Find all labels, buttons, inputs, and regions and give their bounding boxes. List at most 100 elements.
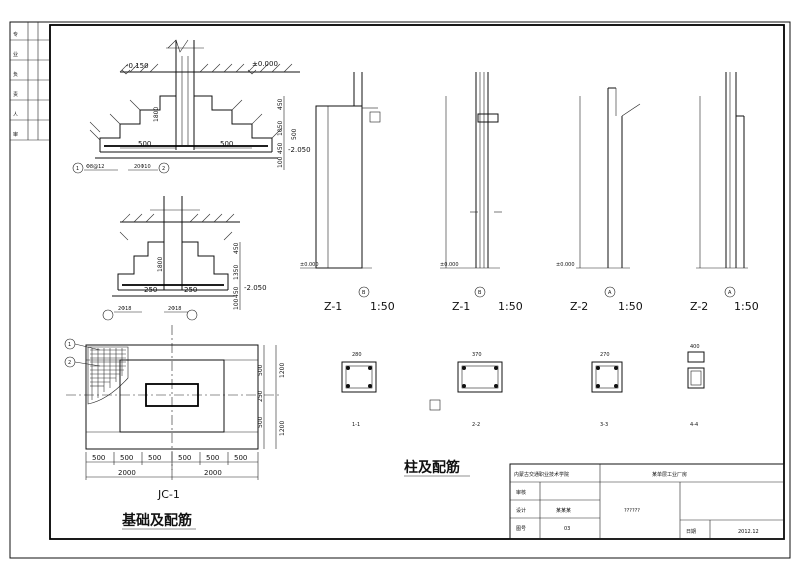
ce3-name: Z-2 xyxy=(570,300,588,313)
ce3-elev: ±0.000 xyxy=(556,262,575,268)
ce4-axis: A xyxy=(728,290,732,296)
foundation-section-1: 500 500 1800 450 1050 500 450 100 -0.150… xyxy=(72,39,311,174)
side-label-4: 人 xyxy=(13,112,18,118)
columns-title: 柱及配筋 xyxy=(404,459,460,476)
section-4-4: 400 4-4 xyxy=(687,344,705,428)
ce4-axis-circle xyxy=(724,286,736,298)
elev-low: -2.050 xyxy=(288,146,311,154)
tb-project: 某单层工业厂房 xyxy=(652,471,687,478)
tb-row2: 设计 xyxy=(516,507,526,514)
s2-100: 100 xyxy=(233,298,240,310)
plan-inner xyxy=(145,383,199,407)
plan-dim-5: 500 xyxy=(234,454,247,462)
bar-a: Φ8@12 xyxy=(86,164,104,170)
side-label-3: 责 xyxy=(13,91,18,98)
sec2-dim: 370 xyxy=(472,352,482,358)
tb-row3: 图号 xyxy=(516,526,526,532)
sec4-dim: 400 xyxy=(690,344,700,350)
ce1-name: Z-1 xyxy=(324,300,342,313)
elev-zero: ±0.000 xyxy=(252,60,278,68)
ce2-name: Z-1 xyxy=(452,300,470,313)
side-label-2: 负 xyxy=(13,71,18,78)
sheet-inner-border xyxy=(49,24,785,540)
tb-institute: 内蒙古交通职业技术学院 xyxy=(514,471,569,478)
tb-row2-name: 某某某 xyxy=(556,508,571,514)
ce3-scale: 1:50 xyxy=(618,300,643,313)
tb-row1: 审核 xyxy=(516,489,526,496)
side-label-1: 业 xyxy=(13,51,18,58)
column-elevation-1: ±0.000 B Z-1 1:50 xyxy=(300,72,395,313)
sec1-dim: 280 xyxy=(352,352,362,358)
plan-label: JC-1 xyxy=(157,488,180,501)
foundation-title: 基础及配筋 xyxy=(122,512,192,529)
s2-bar-b: 2Φ18 xyxy=(168,306,181,312)
s2-250b: 250 xyxy=(184,286,197,294)
tb-date-val: 2012.12 xyxy=(738,529,759,535)
small-marker-box xyxy=(429,399,441,411)
ce2-scale: 1:50 xyxy=(498,300,523,313)
ce2-elev: ±0.000 xyxy=(440,262,459,268)
ce4-name: Z-2 xyxy=(690,300,708,313)
plan-mark-1: 1 xyxy=(68,342,71,348)
plan-rdim-4: 1200 xyxy=(279,421,286,436)
dim-450b: 450 xyxy=(277,142,284,154)
ce1-scale: 1:50 xyxy=(370,300,395,313)
column-elevation-4: A Z-2 1:50 xyxy=(690,72,759,313)
plan-total-left: 2000 xyxy=(118,469,136,477)
tb-date-label: 日期 xyxy=(686,529,696,535)
section-3-3: 270 3-3 xyxy=(591,352,623,428)
dim-1800: 1800 xyxy=(153,107,160,122)
ce2-axis-circle xyxy=(474,286,486,298)
sec3-label: 3-3 xyxy=(600,422,608,428)
dim-100: 100 xyxy=(277,156,284,168)
column-elevation-2: ±0.000 B Z-1 1:50 xyxy=(440,72,523,313)
mark-2-circle xyxy=(158,162,170,174)
mark-1: 1 xyxy=(76,166,79,172)
bar-b: 20Φ10 xyxy=(134,164,151,170)
side-label-5: 审 xyxy=(13,131,18,138)
s2-1350: 1350 xyxy=(233,265,240,280)
sec1-label: 1-1 xyxy=(352,422,360,428)
sheet-outer-border xyxy=(9,21,791,559)
ce1-elev: ±0.000 xyxy=(300,262,319,268)
s2-250a: 250 xyxy=(144,286,157,294)
plan-rdim-1: 500 xyxy=(257,364,264,376)
plan-mid xyxy=(119,359,225,433)
side-label-0: 专 xyxy=(13,31,18,38)
elev-minus: -0.150 xyxy=(126,62,149,70)
mark-2: 2 xyxy=(162,166,165,172)
s2-bar-a: 2Φ18 xyxy=(118,306,131,312)
plan-dim-4: 500 xyxy=(206,454,219,462)
dim-1050: 1050 xyxy=(277,121,284,136)
plan-dim-2: 500 xyxy=(148,454,161,462)
dim-500a: 500 xyxy=(138,140,151,148)
section-2-2: 370 2-2 xyxy=(457,352,503,428)
sec3-dim: 270 xyxy=(600,352,610,358)
title-block: 内蒙古交通职业技术学院 某单层工业厂房 审核 设计 某某某 图号 03 ????… xyxy=(509,463,785,540)
s2-1800: 1800 xyxy=(157,257,164,272)
dim-500b: 500 xyxy=(220,140,233,148)
plan-dim-1: 500 xyxy=(120,454,133,462)
s2-mark-circle-a xyxy=(102,309,114,321)
sec4-label: 4-4 xyxy=(690,422,698,428)
ce3-axis: A xyxy=(608,290,612,296)
dim-500c: 500 xyxy=(291,128,298,140)
s2-mark-circle-b xyxy=(186,309,198,321)
tb-row3-val: 03 xyxy=(564,526,570,532)
plan-rdim-0: 1200 xyxy=(279,363,286,378)
plan-outer xyxy=(85,344,259,450)
ce1-axis: B xyxy=(362,290,366,296)
ce2-axis: B xyxy=(478,290,482,296)
plan-rdim-2: 250 xyxy=(257,390,264,402)
dim-450: 450 xyxy=(277,98,284,110)
mark-1-circle xyxy=(72,162,84,174)
column-elevation-3: ±0.000 A Z-2 1:50 xyxy=(556,87,643,313)
ce4-scale: 1:50 xyxy=(734,300,759,313)
s2-450b: 450 xyxy=(233,286,240,298)
plan-mark-2: 2 xyxy=(68,360,71,366)
section-1-1: 280 1-1 xyxy=(341,352,377,428)
plan-total-right: 2000 xyxy=(204,469,222,477)
plan-rdim-3: 500 xyxy=(257,416,264,428)
ce1-axis-circle xyxy=(358,286,370,298)
tb-mid-code: ?????? xyxy=(624,508,640,514)
